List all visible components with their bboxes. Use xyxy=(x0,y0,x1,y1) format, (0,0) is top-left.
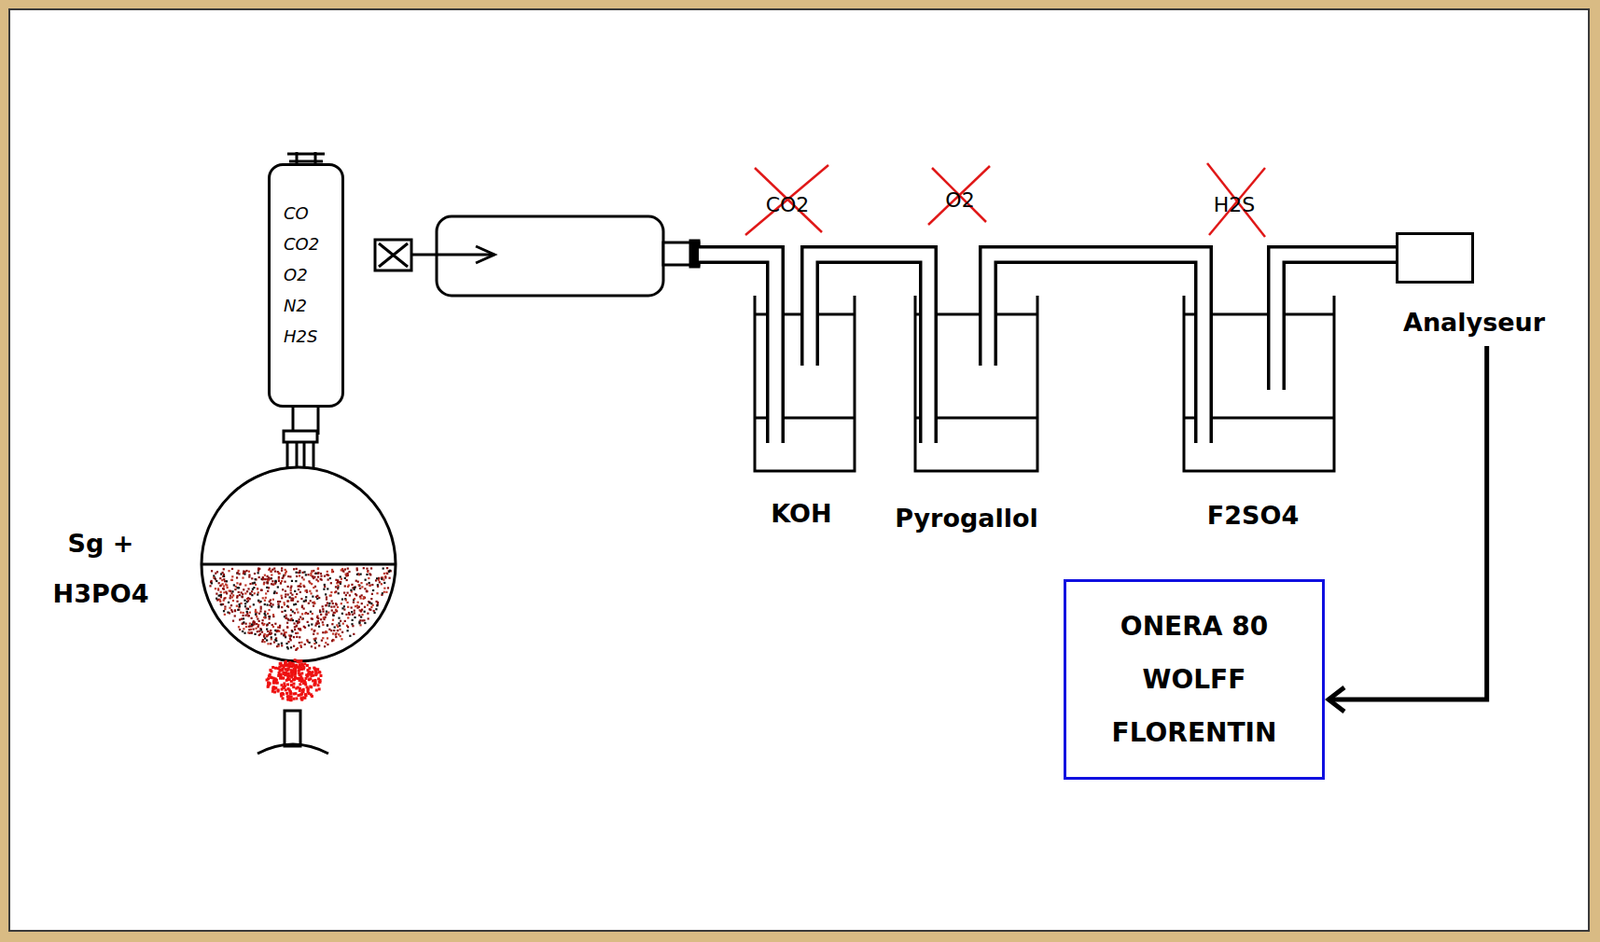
analyser: Analyseur xyxy=(1399,232,1545,337)
absorbent-label: F2SO4 xyxy=(1207,500,1299,530)
gas-label: CO2 xyxy=(765,193,810,217)
absorbent-label: Pyrogallol xyxy=(894,503,1039,533)
flow-arrow xyxy=(1328,346,1488,700)
gas-column: CO CO2 O2 N2 H2S xyxy=(267,163,345,408)
reagent-label: Sg + H3PO4 xyxy=(49,518,153,620)
node-text: CO CO2 O2 N2 H2S xyxy=(283,197,333,352)
software-box: ONERA 80 WOLFF FLORENTIN xyxy=(1063,579,1325,780)
node-text: Analyseur xyxy=(1403,307,1545,337)
analyser-box xyxy=(1395,232,1475,284)
flask xyxy=(201,431,396,662)
removal-cross xyxy=(745,163,1266,237)
burner xyxy=(257,658,329,754)
gas-label: H2S xyxy=(1213,193,1256,217)
syringe xyxy=(375,216,699,296)
absorbent-label: KOH xyxy=(770,499,832,529)
column-tap xyxy=(287,152,325,164)
node-text: ONERA 80 WOLFF FLORENTIN xyxy=(1100,599,1288,760)
gas-label: O2 xyxy=(945,188,974,212)
gas-tubing xyxy=(698,254,1397,446)
